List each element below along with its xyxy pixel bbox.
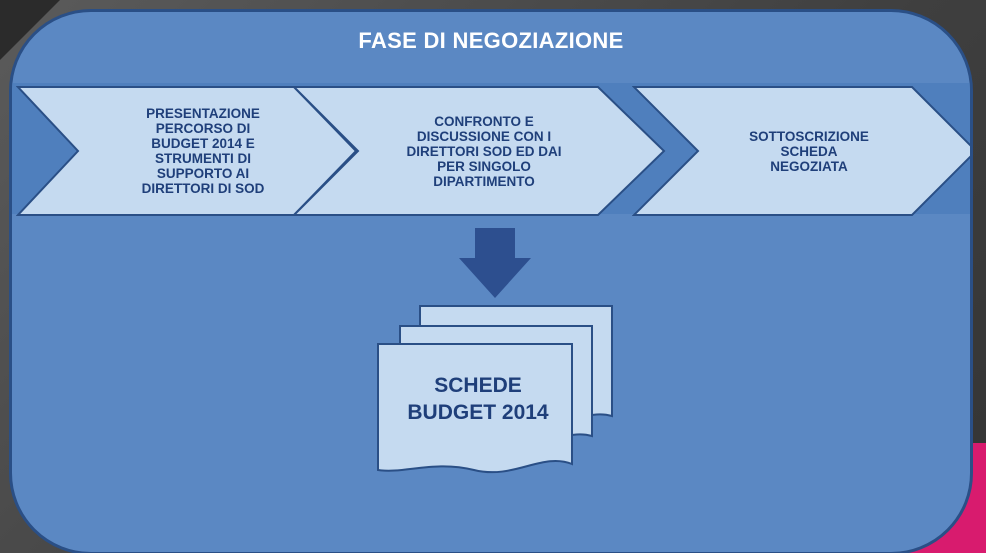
diagram-title: FASE DI NEGOZIAZIONE xyxy=(358,28,624,53)
process-step-3: SOTTOSCRIZIONE SCHEDA NEGOZIATA xyxy=(704,87,914,215)
process-step-2: CONFRONTO E DISCUSSIONE CON I DIRETTORI … xyxy=(364,87,604,215)
process-step-3-shape xyxy=(632,86,970,216)
diagram-panel: FASE DI NEGOZIAZIONE PRESENTAZIONE PERCO… xyxy=(9,9,973,553)
process-step-1-label: PRESENTAZIONE PERCORSO DI BUDGET 2014 E … xyxy=(141,106,265,196)
down-arrow-icon xyxy=(459,228,531,298)
process-step-3-label: SOTTOSCRIZIONE SCHEDA NEGOZIATA xyxy=(749,128,869,174)
process-step-1: PRESENTAZIONE PERCORSO DI BUDGET 2014 E … xyxy=(88,87,318,215)
documents-label: SCHEDE BUDGET 2014 xyxy=(407,374,549,424)
process-step-2-label: CONFRONTO E DISCUSSIONE CON I DIRETTORI … xyxy=(406,113,562,189)
documents-stack-icon xyxy=(377,305,613,474)
process-step-2-shape xyxy=(292,86,666,216)
